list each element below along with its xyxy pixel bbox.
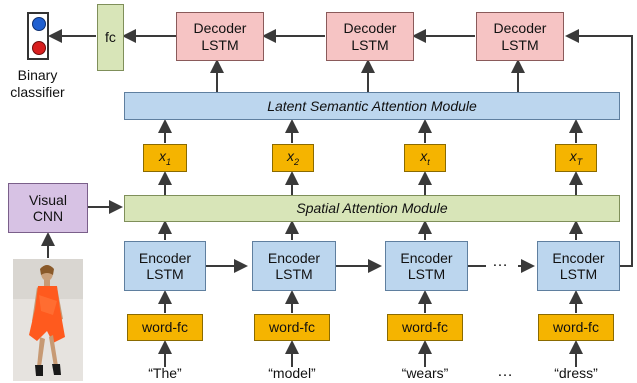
encoder-ellipsis: … bbox=[492, 253, 508, 270]
word-fc-2: word-fc bbox=[254, 314, 330, 341]
word-fc-1-label: word-fc bbox=[142, 319, 188, 336]
x-node-t-sub: t bbox=[427, 157, 430, 168]
x-node-T-sub: T bbox=[576, 157, 583, 168]
x-node-t-base: x bbox=[420, 148, 428, 165]
fc-layer: fc bbox=[97, 4, 124, 71]
decoder-lstm-2-line2: LSTM bbox=[351, 36, 389, 53]
word-fc-1: word-fc bbox=[127, 314, 203, 341]
encoder-lstm-2-line1: Encoder bbox=[267, 249, 321, 266]
decoder-lstm-3-line1: Decoder bbox=[493, 20, 547, 37]
encoder-lstm-4-line1: Encoder bbox=[552, 249, 605, 266]
word-fc-3: word-fc bbox=[387, 314, 463, 341]
encoder-lstm-1-line1: Encoder bbox=[138, 249, 192, 266]
word-fc-4-label: word-fc bbox=[553, 319, 599, 336]
decoder-lstm-1-line1: Decoder bbox=[193, 20, 247, 37]
fc-label: fc bbox=[105, 29, 116, 46]
visual-cnn-line2: CNN bbox=[32, 208, 64, 224]
input-word-1: “The” bbox=[148, 365, 182, 381]
encoder-lstm-4-line2: LSTM bbox=[559, 266, 598, 282]
encoder-lstm-1-line2: LSTM bbox=[146, 266, 184, 282]
classifier-blue-circle bbox=[32, 17, 46, 31]
input-word-3: “wears” bbox=[401, 365, 449, 381]
latent-module-label: Latent Semantic Attention Module bbox=[267, 97, 477, 114]
x-node-T-base: x bbox=[569, 148, 577, 165]
x-node-t: xt bbox=[404, 144, 446, 172]
binary-classifier-label: Binary classifier bbox=[0, 67, 75, 101]
x-node-2-base: x bbox=[286, 148, 294, 165]
decoder-lstm-2-line1: Decoder bbox=[343, 20, 397, 37]
binary-classifier-label-2: classifier bbox=[10, 83, 65, 100]
decoder-lstm-3-line2: LSTM bbox=[501, 36, 539, 53]
encoder-lstm-3-line1: Encoder bbox=[400, 249, 453, 266]
x-node-T: xT bbox=[555, 144, 597, 172]
latent-semantic-attention-module: Latent Semantic Attention Module bbox=[124, 92, 620, 120]
spatial-module-label: Spatial Attention Module bbox=[296, 200, 448, 217]
word-fc-4: word-fc bbox=[538, 314, 614, 341]
classifier-red-circle bbox=[32, 41, 46, 55]
encoder-lstm-2-line2: LSTM bbox=[275, 266, 313, 282]
binary-classifier-icon bbox=[27, 12, 49, 60]
spatial-attention-module: Spatial Attention Module bbox=[124, 195, 620, 222]
x-node-2-sub: 2 bbox=[293, 157, 299, 168]
encoder-lstm-3-line2: LSTM bbox=[407, 266, 446, 282]
input-word-2: “model” bbox=[268, 365, 316, 381]
x-node-1-base: x bbox=[158, 148, 166, 165]
binary-classifier-label-1: Binary bbox=[17, 67, 58, 83]
word-fc-2-label: word-fc bbox=[269, 319, 315, 336]
input-word-4: “dress” bbox=[554, 365, 598, 381]
fashion-model-photo bbox=[13, 259, 83, 381]
x-node-2: x2 bbox=[272, 144, 314, 172]
x-node-1-sub: 1 bbox=[165, 157, 171, 168]
word-ellipsis: … bbox=[497, 363, 513, 380]
visual-cnn-line1: Visual bbox=[29, 191, 67, 208]
x-node-1: x1 bbox=[143, 144, 187, 172]
word-fc-3-label: word-fc bbox=[402, 319, 448, 336]
decoder-lstm-1-line2: LSTM bbox=[201, 36, 239, 53]
